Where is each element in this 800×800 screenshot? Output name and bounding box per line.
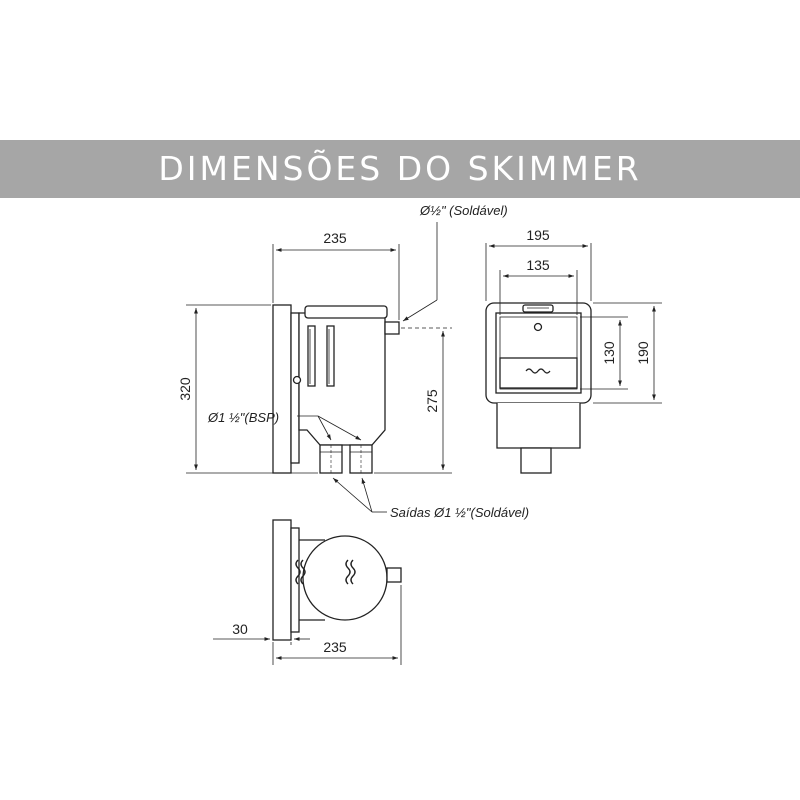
top-lid [302,535,388,621]
title-banner: DIMENSÕES DO SKIMMER [0,140,800,198]
front-flap [499,357,578,389]
side-lid [304,305,388,319]
outlet-right [349,444,373,474]
top-view [272,519,402,641]
front-inner-height-label: 130 [601,341,617,365]
side-height-total-label: 320 [177,377,193,401]
outlet-left [319,444,343,474]
front-inner-width-label: 135 [526,257,550,273]
inlet-pipe [384,321,400,335]
side-view [272,304,400,474]
bsp-label: Ø1 ½"(BSP) [207,410,279,425]
top-flange [272,519,292,641]
top-inlet-pipe [386,567,402,583]
front-outlet [520,447,552,474]
side-width-label: 235 [323,230,347,246]
inlet-label: Ø½" (Soldável) [419,203,508,218]
side-height-outlet-label: 275 [424,389,440,413]
top-flange-label: 30 [232,621,248,637]
front-outer-height-label: 190 [635,341,651,365]
front-handle [522,304,554,313]
front-view [485,302,592,474]
top-width-label: 235 [323,639,347,655]
side-flange [272,304,292,474]
front-body [496,403,581,449]
outlets-label: Saídas Ø1 ½"(Soldável) [390,505,529,520]
front-outer-width-label: 195 [526,227,550,243]
page-title: DIMENSÕES DO SKIMMER [158,149,642,188]
